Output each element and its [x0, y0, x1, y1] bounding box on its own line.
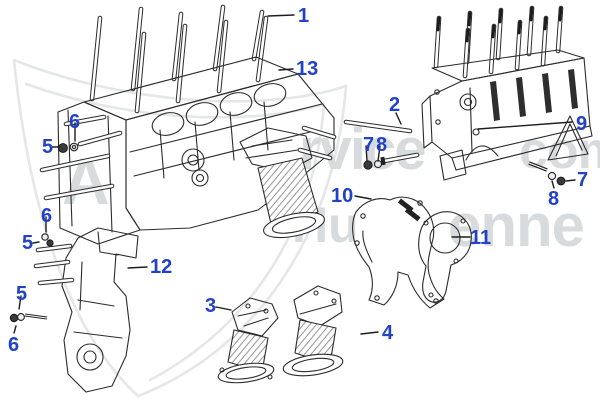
- callout-13: 13: [296, 58, 319, 80]
- callout-3: 3: [205, 295, 217, 317]
- stud-washer-nut-set-e: [528, 161, 566, 186]
- callout-6-b: 6: [41, 205, 53, 227]
- callout-lines: [13, 14, 576, 335]
- callout-7-right: 7: [577, 169, 589, 191]
- stud-2: [343, 119, 413, 134]
- callout-9: 9: [576, 113, 588, 135]
- callout-2: 2: [389, 94, 401, 116]
- callout-12: 12: [150, 256, 173, 278]
- rear-plate: [418, 211, 472, 303]
- callout-5-c: 5: [16, 283, 28, 305]
- callout-11: 11: [470, 227, 492, 249]
- callout-5-a: 5: [42, 136, 54, 158]
- callout-5-b: 5: [22, 232, 34, 254]
- engine-block-left: [39, 4, 337, 245]
- washer-nut-set-b: [41, 233, 54, 247]
- callout-4: 4: [382, 322, 394, 344]
- callout-7-left: 7: [363, 134, 375, 156]
- engine-mount-right: [282, 285, 344, 377]
- washer-nut-set-a: [58, 142, 79, 153]
- nuts-bolt-set-d: [363, 152, 420, 170]
- callout-1: 1: [298, 5, 310, 27]
- engine-block-right: [421, 5, 593, 181]
- front-plate: [352, 196, 445, 309]
- callout-8-left: 8: [376, 134, 388, 156]
- bolt-washer-set-c: [9, 313, 48, 323]
- watermark-text-enne: enne: [448, 192, 585, 259]
- engine-mount-left: [217, 297, 279, 384]
- mount-bracket-on-block: [239, 127, 325, 239]
- timing-cover: [33, 227, 139, 393]
- callout-6-a: 6: [69, 111, 81, 133]
- callout-8-right: 8: [548, 188, 560, 210]
- callout-10: 10: [331, 185, 354, 207]
- callout-6-c: 6: [8, 334, 20, 356]
